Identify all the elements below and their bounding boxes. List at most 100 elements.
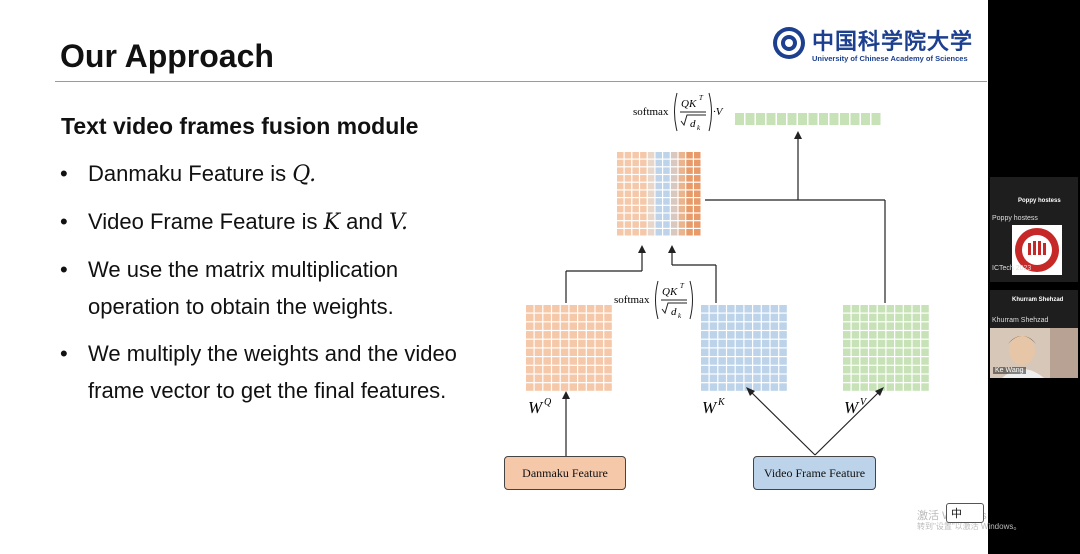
wk-label: W [702,398,718,417]
matrix-cell [655,175,662,182]
matrix-cell [617,221,624,228]
matrix-cell [886,365,894,374]
matrix-cell [761,365,770,374]
wq-matrix [526,305,612,391]
matrix-cell [686,152,693,159]
svg-text:V: V [860,397,868,408]
matrix-cell [886,348,894,356]
matrix-cell [640,152,647,159]
matrix-cell [895,331,903,339]
matrix-cell [895,339,903,348]
matrix-cell [543,313,551,322]
matrix-cell [678,167,686,174]
matrix-cell [770,357,779,365]
matrix-cell [595,357,604,365]
matrix-cell [709,357,718,365]
logo-chinese-name: 中国科学院大学 [812,29,974,55]
matrix-cell [526,383,534,391]
matrix-cell [718,305,726,313]
matrix-cell [701,305,709,313]
matrix-cell [877,365,886,374]
matrix-cell [595,339,604,348]
matrix-cell [843,348,851,356]
matrix-cell [851,339,860,348]
matrix-cell [534,374,543,383]
matrix-cell [534,305,543,313]
matrix-cell [560,322,569,330]
matrix-cell [534,348,543,356]
matrix-cell [779,357,787,365]
matrix-cell [569,331,577,339]
matrix-cell [779,365,787,374]
matrix-cell [586,357,595,365]
matrix-cell [624,213,632,221]
svg-text:T: T [699,94,704,102]
matrix-cell [753,305,761,313]
participant-name: Ke Wang [993,367,1026,374]
matrix-cell [886,305,894,313]
matrix-cell [709,331,718,339]
matrix-cell [604,365,612,374]
matrix-cell [851,331,860,339]
weight-labels: W Q W K W V [528,397,868,417]
matrix-cell [624,229,632,236]
matrix-cell [604,339,612,348]
matrix-cell [678,213,686,221]
matrix-cell [663,229,670,236]
matrix-cell [586,383,595,391]
matrix-cell [632,167,639,174]
matrix-cell [617,182,624,190]
matrix-cell [552,357,560,365]
matrix-cell [735,331,744,339]
matrix-cell [701,374,709,383]
matrix-cell [709,348,718,356]
matrix-cell [560,374,569,383]
matrix-cell [912,339,921,348]
matrix-cell [869,383,877,391]
matrix-cell [560,313,569,322]
ime-indicator[interactable]: 中 [946,503,984,523]
slide-title: Our Approach [60,38,274,74]
title-divider [55,81,987,82]
matrix-cell [761,383,770,391]
matrix-cell [534,322,543,330]
matrix-cell [686,205,693,213]
matrix-cell [543,322,551,330]
matrix-cell [761,357,770,365]
matrix-cell [779,305,787,313]
matrix-cell [678,205,686,213]
matrix-cell [718,339,726,348]
matrix-cell [678,182,686,190]
matrix-cell [578,374,586,383]
matrix-cell [727,383,735,391]
participant-tile-kewang[interactable]: Ke Wang [990,328,1078,378]
svg-text:QK: QK [662,286,678,298]
matrix-cell [640,190,647,197]
matrix-cell [718,357,726,365]
matrix-cell [578,313,586,322]
matrix-cell [552,365,560,374]
matrix-cell [678,152,686,159]
matrix-cell [877,305,886,313]
matrix-cell [735,348,744,356]
matrix-cell [604,305,612,313]
matrix-cell [709,339,718,348]
matrix-cell [701,322,709,330]
matrix-cell [912,383,921,391]
matrix-cell [663,152,670,159]
matrix-cell [526,357,534,365]
matrix-cell [701,383,709,391]
participant-tile-khurram[interactable]: Khurram Shehzad Khurram Shehzad [990,290,1078,328]
matrix-cell [877,348,886,356]
matrix-cell [912,357,921,365]
matrix-cell [851,365,860,374]
matrix-cell [640,221,647,228]
participant-tile-poppy[interactable]: Poppy hostess Poppy hostess ICTech 2023 [990,177,1078,282]
matrix-cell [912,348,921,356]
svg-text:Q: Q [544,397,552,408]
matrix-cell [860,374,868,383]
matrix-cell [595,383,604,391]
matrix-cell [869,365,877,374]
matrix-cell [779,331,787,339]
matrix-cell [543,331,551,339]
